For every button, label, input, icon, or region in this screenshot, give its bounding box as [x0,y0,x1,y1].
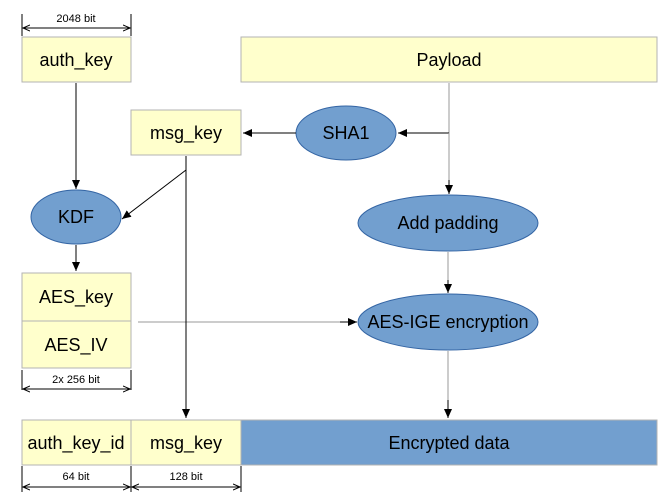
dim-label-msg-key: 128 bit [169,471,202,483]
add-padding-ellipse: Add padding [357,194,539,252]
sha1-label: SHA1 [322,123,369,143]
sha1-ellipse: SHA1 [295,105,397,161]
kdf-label: KDF [58,207,94,227]
encrypted-data-box: Encrypted data [240,419,658,466]
dim-aes: 2x 256 bit [21,370,132,390]
dim-auth-key-id: 64 bit [21,466,132,492]
kdf-ellipse: KDF [30,189,122,245]
dim-auth-key: 2048 bit [21,13,132,36]
payload-label: Payload [416,50,481,70]
auth-key-id-box: auth_key_id [21,419,132,466]
auth-key-id-label: auth_key_id [27,433,124,454]
msg-key-top-box: msg_key [130,109,242,156]
aes-key-box: AES_key [21,272,132,322]
payload-box: Payload [240,36,658,83]
dim-label-aes: 2x 256 bit [52,374,100,386]
msg-key-top-label: msg_key [150,123,222,144]
arrow-msg-key-to-kdf [121,169,187,220]
msg-key-bottom-label: msg_key [150,433,222,454]
aes-ige-label: AES-IGE encryption [367,312,528,332]
msg-key-bottom-box: msg_key [130,419,242,466]
auth-key-label: auth_key [39,50,112,71]
encrypted-data-label: Encrypted data [388,433,510,453]
aes-iv-label: AES_IV [44,335,107,356]
aes-iv-box: AES_IV [21,320,132,369]
dim-label-auth-key: 2048 bit [56,13,95,25]
auth-key-box: auth_key [21,36,132,83]
dim-msg-key: 128 bit [132,466,242,492]
dim-label-auth-key-id: 64 bit [63,471,90,483]
add-padding-label: Add padding [397,213,498,233]
aes-ige-ellipse: AES-IGE encryption [357,293,539,351]
aes-key-label: AES_key [39,287,113,308]
